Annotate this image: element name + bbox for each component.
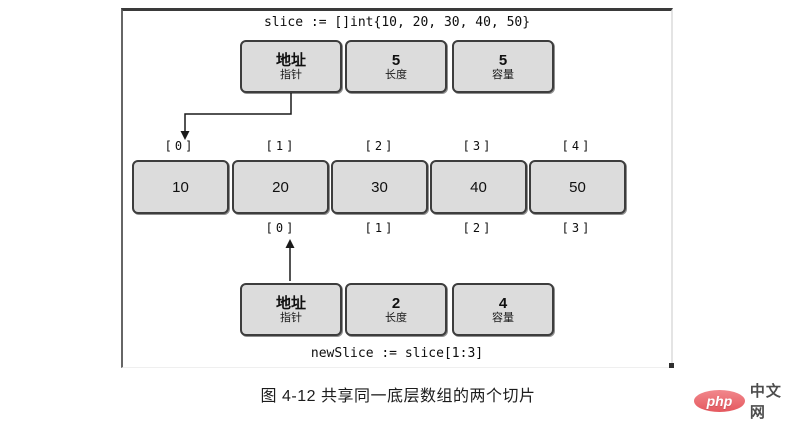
watermark-site-text: 中文网 xyxy=(749,383,782,421)
newslice-pointer-label: 指针 xyxy=(280,311,302,324)
watermark: php 中文网 xyxy=(694,380,796,422)
newslice-capacity-box: 4 容量 xyxy=(452,283,554,336)
array-top-index-0: [0] xyxy=(164,139,196,153)
slice-declaration-code: slice := []int{10, 20, 30, 40, 50} xyxy=(263,15,531,30)
newslice-capacity-label: 容量 xyxy=(492,311,514,324)
php-logo-text: php xyxy=(706,393,733,409)
newslice-index-2: [2] xyxy=(462,221,494,235)
slice-length-box: 5 长度 xyxy=(345,40,447,93)
array-cell-4: 50 xyxy=(529,160,626,214)
array-top-index-3: [3] xyxy=(462,139,494,153)
newslice-pointer-box: 地址 指针 xyxy=(240,283,342,336)
slice-length-label: 长度 xyxy=(385,68,407,81)
newslice-length-label: 长度 xyxy=(385,311,407,324)
array-cell-0: 10 xyxy=(132,160,229,214)
array-cell-3: 40 xyxy=(430,160,527,214)
array-top-index-2: [2] xyxy=(364,139,396,153)
newslice-capacity-value: 4 xyxy=(498,294,508,312)
frame-corner-tick xyxy=(669,363,674,368)
array-cell-1: 20 xyxy=(232,160,329,214)
slice-capacity-label: 容量 xyxy=(492,68,514,81)
slice-capacity-box: 5 容量 xyxy=(452,40,554,93)
newslice-index-3: [3] xyxy=(561,221,593,235)
array-top-index-1: [1] xyxy=(265,139,297,153)
diagram-frame xyxy=(121,8,673,368)
slice-capacity-value: 5 xyxy=(498,51,508,69)
array-top-index-4: [4] xyxy=(561,139,593,153)
slice-pointer-box: 地址 指针 xyxy=(240,40,342,93)
newslice-length-box: 2 长度 xyxy=(345,283,447,336)
newslice-length-value: 2 xyxy=(391,294,401,312)
newslice-declaration-code: newSlice := slice[1:3] xyxy=(310,346,484,361)
php-logo-icon: php xyxy=(694,390,745,412)
newslice-index-1: [1] xyxy=(364,221,396,235)
slice-length-value: 5 xyxy=(391,51,401,69)
newslice-pointer-value: 地址 xyxy=(275,294,306,312)
slice-pointer-label: 指针 xyxy=(280,68,302,81)
array-cell-2: 30 xyxy=(331,160,428,214)
newslice-index-0: [0] xyxy=(265,221,297,235)
figure-caption: 图 4-12 共享同一底层数组的两个切片 xyxy=(260,388,536,405)
slice-pointer-value: 地址 xyxy=(275,51,306,69)
